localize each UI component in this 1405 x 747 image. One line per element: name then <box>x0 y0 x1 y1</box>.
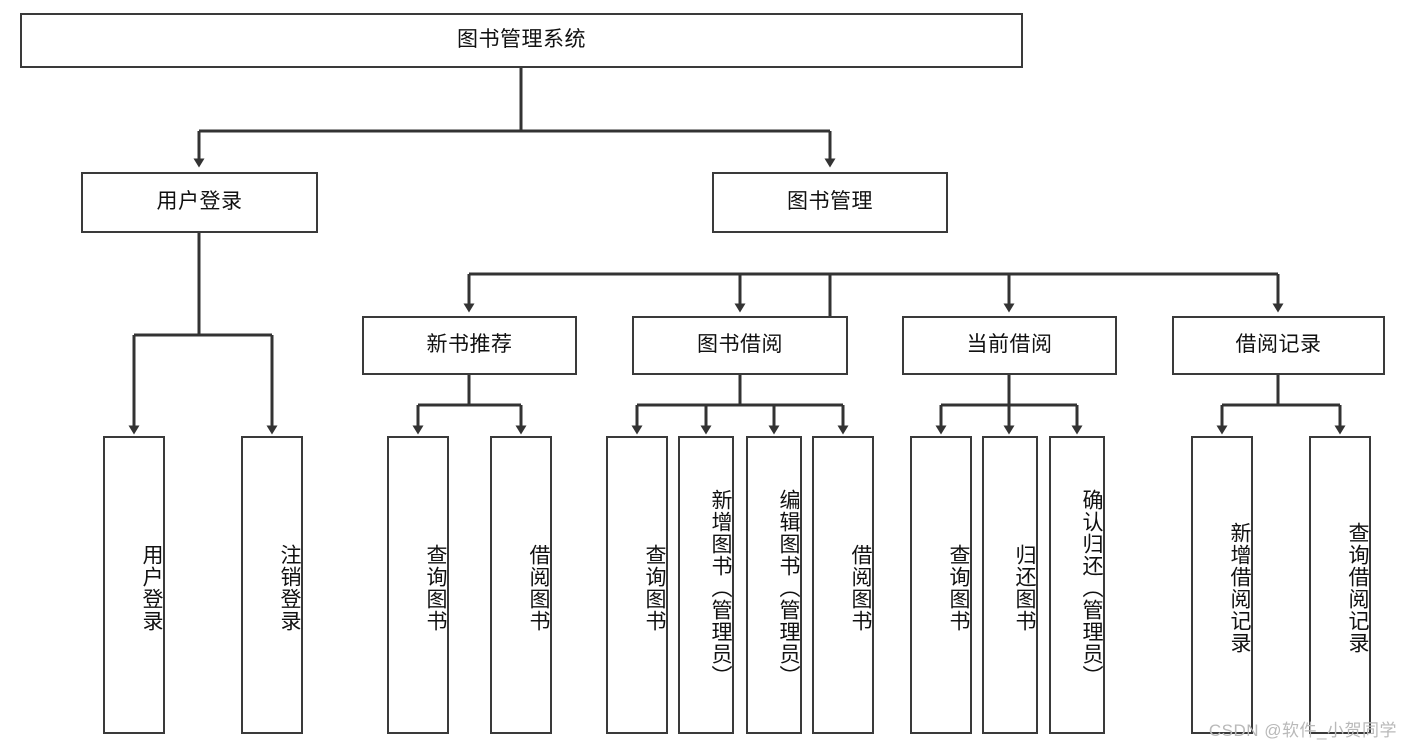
leaf-confirm-return-admin[interactable]: 确认归还（管理员） <box>1049 436 1105 734</box>
leaf-query-borrow-record[interactable]: 查询借阅记录 <box>1309 436 1371 734</box>
leaf-query-book-recommend[interactable]: 查询图书 <box>387 436 449 734</box>
leaf-borrow-book[interactable]: 借阅图书 <box>812 436 874 734</box>
node-label: 用户登录 <box>156 190 243 214</box>
node-label: 图书借阅 <box>697 333 783 357</box>
node-label: 查询图书 <box>424 544 447 632</box>
leaf-logout[interactable]: 注销登录 <box>241 436 303 734</box>
leaf-query-book-current[interactable]: 查询图书 <box>910 436 972 734</box>
node-book-management[interactable]: 图书管理 <box>712 172 948 233</box>
node-book-borrow[interactable]: 图书借阅 <box>632 316 848 375</box>
node-label: 归还图书 <box>1013 544 1036 632</box>
node-label: 查询借阅记录 <box>1346 522 1369 654</box>
node-label: 借阅记录 <box>1235 333 1322 357</box>
leaf-query-book-borrow[interactable]: 查询图书 <box>606 436 668 734</box>
node-label: 当前借阅 <box>966 333 1053 357</box>
node-user-login[interactable]: 用户登录 <box>81 172 318 233</box>
node-label: 新增图书（管理员） <box>709 489 732 687</box>
node-label: 查询图书 <box>643 544 666 632</box>
node-label: 新书推荐 <box>426 333 513 357</box>
node-label: 图书管理 <box>787 190 873 214</box>
leaf-edit-book-admin[interactable]: 编辑图书（管理员） <box>746 436 802 734</box>
watermark: CSDN @软件_小贺同学 <box>1208 721 1397 740</box>
node-label: 确认归还（管理员） <box>1080 489 1103 687</box>
leaf-user-login[interactable]: 用户登录 <box>103 436 165 734</box>
node-label: 借阅图书 <box>527 544 550 632</box>
leaf-return-book[interactable]: 归还图书 <box>982 436 1038 734</box>
node-label: 注销登录 <box>278 544 301 632</box>
leaf-borrow-book-recommend[interactable]: 借阅图书 <box>490 436 552 734</box>
node-label: 用户登录 <box>140 544 163 632</box>
leaf-add-borrow-record[interactable]: 新增借阅记录 <box>1191 436 1253 734</box>
node-label: 图书管理系统 <box>457 28 586 52</box>
node-label: 查询图书 <box>947 544 970 632</box>
node-new-book-recommend[interactable]: 新书推荐 <box>362 316 577 375</box>
node-root-book-management-system[interactable]: 图书管理系统 <box>20 13 1023 68</box>
node-label: 新增借阅记录 <box>1228 522 1251 654</box>
node-label: 借阅图书 <box>849 544 872 632</box>
node-label: 编辑图书（管理员） <box>777 489 800 687</box>
leaf-add-book-admin[interactable]: 新增图书（管理员） <box>678 436 734 734</box>
node-borrow-record[interactable]: 借阅记录 <box>1172 316 1385 375</box>
node-current-borrow[interactable]: 当前借阅 <box>902 316 1117 375</box>
